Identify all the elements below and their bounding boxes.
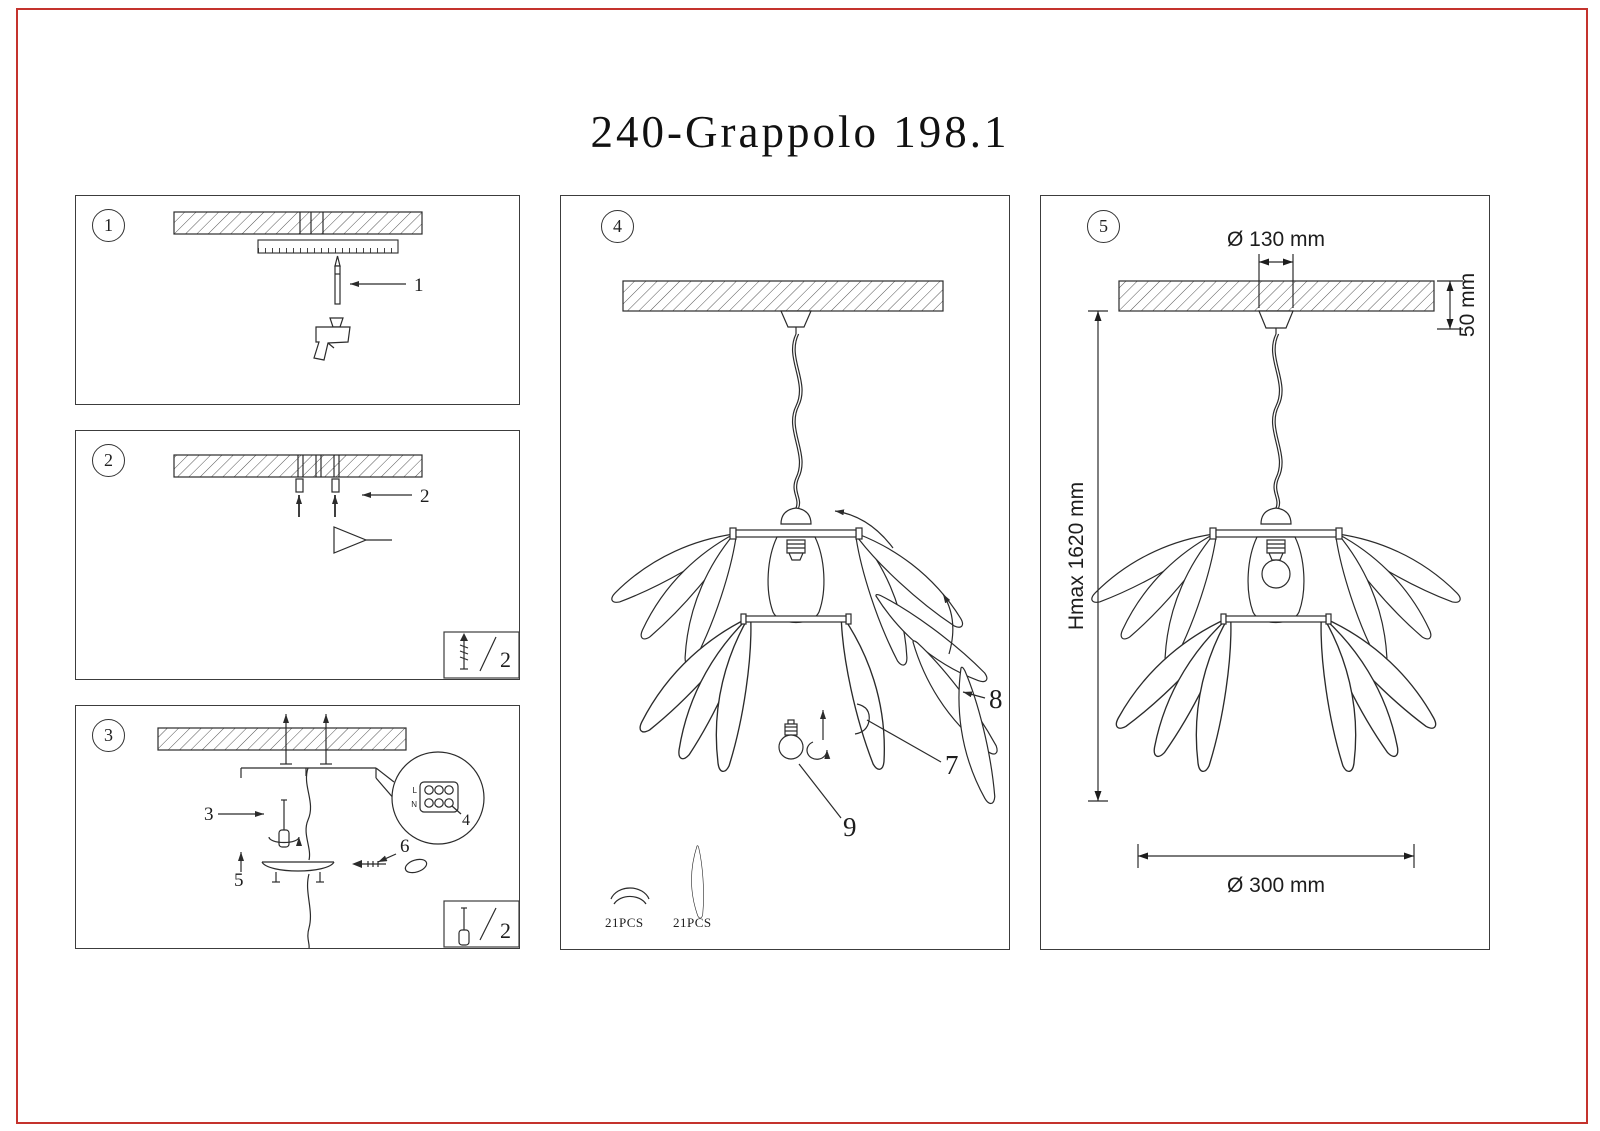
qty-box: 2: [443, 900, 519, 948]
step-number-badge: 5: [1087, 210, 1120, 243]
ceiling-hatch: [173, 454, 423, 478]
callout-9-label: 9: [843, 812, 857, 842]
clip-pcs-label: 21PCS: [605, 915, 644, 930]
ceiling-hatch: [157, 727, 407, 751]
dim-width-label: Ø 300 mm: [1227, 874, 1325, 897]
callout-8: 8: [962, 684, 1003, 714]
bulb-socket: [1266, 539, 1286, 561]
terminal-l-label: L: [413, 786, 418, 795]
panel-step-1: 1: [75, 195, 520, 405]
dim-height: Hmax 1620 mm: [1065, 310, 1108, 802]
ruler-icon: [257, 239, 399, 254]
bottom-bar: [740, 613, 852, 625]
callout-7-leader: [866, 719, 942, 763]
step-number-badge: 2: [92, 444, 125, 477]
ceiling-hatch: [622, 280, 944, 312]
ring-icon: [404, 858, 428, 874]
qty-count: 2: [500, 918, 511, 943]
callout-8-arrow: [962, 691, 986, 699]
step1-drawing: 1: [173, 211, 424, 361]
screwdriver-icon: [268, 799, 302, 848]
screw-icon: [459, 633, 469, 670]
clip-arc-icon: [613, 895, 647, 905]
callout-6: 6: [352, 836, 428, 874]
callout-3-label: 3: [204, 804, 214, 825]
qty-box: 2: [443, 631, 519, 679]
step2-drawing: 2 2: [173, 454, 519, 679]
qty-count: 2: [500, 647, 511, 672]
light-bulb-icon: [1261, 559, 1291, 589]
callout-1-label: 1: [414, 275, 424, 296]
callout-5: 5: [234, 852, 244, 891]
petal-pcs-label: 21PCS: [673, 915, 712, 930]
pendant-lamp-drawing: [606, 507, 970, 774]
power-cable: [794, 333, 803, 509]
callout-1: 1: [350, 275, 424, 296]
step5-drawing: Ø 130 mm 50 mm Hmax 1620 mm Ø 300 mm: [1065, 228, 1479, 897]
lamp-cap: [1260, 507, 1292, 525]
callout-7: 7: [866, 719, 959, 780]
callout-6-label: 6: [400, 836, 410, 857]
pencil-icon: [334, 255, 341, 305]
terminal-n-label: N: [411, 800, 417, 809]
clip-arc-icon: [610, 887, 650, 900]
top-bar: [729, 527, 863, 540]
assembly-arrow: [942, 593, 954, 655]
petal-part-count: 21PCS: [673, 845, 712, 930]
screwdriver-icon: [458, 907, 470, 946]
mounting-bracket: [240, 767, 377, 778]
bracket-icon: [333, 526, 392, 554]
times-slash-icon: [479, 907, 497, 941]
power-cable: [1274, 333, 1283, 509]
panel-step-3: 3: [75, 705, 520, 949]
canopy: [1258, 310, 1294, 334]
petal-icon: [687, 845, 708, 919]
mounting-screws: [280, 714, 332, 765]
assembly-arrow: [834, 509, 894, 549]
callout-2: 2: [362, 486, 430, 507]
step-number-badge: 4: [601, 210, 634, 243]
step3-drawing: L N 4 3 5 6: [157, 714, 519, 948]
dim-ceiling: 50 mm: [1437, 273, 1479, 337]
dim-width: Ø 300 mm: [1137, 844, 1415, 897]
dim-ceiling-label: 50 mm: [1456, 273, 1479, 337]
callout-2-label: 2: [420, 486, 430, 507]
canopy: [261, 861, 335, 948]
bulb-socket: [786, 539, 806, 561]
pendant-lamp-drawing: [1086, 507, 1466, 774]
page-title: 240-Grappolo 198.1: [590, 107, 1010, 157]
light-bulb-icon: [778, 719, 804, 760]
small-screw-icon: [352, 860, 386, 868]
step4-drawing: 8 7 9 21PCS 21PCS: [605, 280, 1007, 930]
callout-7-label: 7: [945, 750, 959, 780]
rotate-arrow: [806, 741, 831, 760]
callout-9: 9: [798, 763, 857, 842]
terminal-detail-circle: L N 4: [375, 751, 485, 845]
callout-6-arrow: [377, 853, 397, 863]
dim-height-label: Hmax 1620 mm: [1065, 482, 1088, 630]
step-number-badge: 1: [92, 209, 125, 242]
callout-8-label: 8: [989, 684, 1003, 714]
ceiling-hatch: [173, 211, 423, 235]
ceiling-hatch: [1118, 280, 1435, 312]
drill-icon: [313, 317, 351, 361]
clip-part-count: 21PCS: [605, 887, 650, 930]
callout-9-leader: [798, 763, 842, 819]
terminal-block: L N: [411, 781, 459, 813]
callout-3: 3: [204, 804, 264, 825]
power-cable: [305, 767, 312, 861]
dim-canopy-label: Ø 130 mm: [1227, 228, 1325, 251]
lamp-cap: [780, 507, 812, 525]
dim-canopy: Ø 130 mm: [1227, 228, 1325, 308]
bottom-bar: [1220, 613, 1332, 625]
panel-step-2: 2 2: [75, 430, 520, 680]
wall-anchor-icon: [295, 478, 340, 517]
ceiling-mount: [780, 310, 812, 334]
callout-4-label: 4: [462, 812, 470, 829]
step-number-badge: 3: [92, 719, 125, 752]
panel-step-4: 4: [560, 195, 1010, 950]
callout-5-label: 5: [234, 870, 244, 891]
times-slash-icon: [479, 636, 497, 672]
panel-step-5: 5: [1040, 195, 1490, 950]
